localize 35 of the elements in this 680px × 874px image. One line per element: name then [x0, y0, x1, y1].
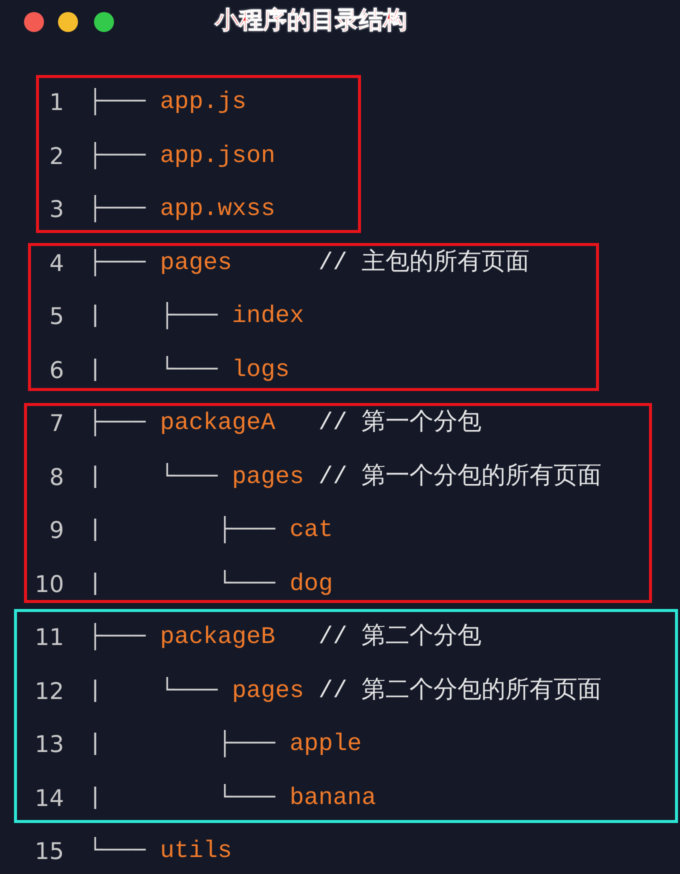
- line-number: 5: [48, 303, 64, 332]
- highlight-frame: [14, 609, 678, 823]
- highlight-frame: [24, 403, 652, 603]
- line-number: 1: [48, 89, 64, 118]
- line-number: 4: [48, 250, 64, 278]
- highlight-frame: [28, 243, 599, 391]
- code-line: | ├─── apple: [88, 730, 362, 760]
- code-line: | └─── pages // 第一个分包的所有页面: [88, 462, 602, 492]
- code-line: ├─── packageA // 第一个分包: [88, 409, 482, 439]
- code-line: | └─── logs: [88, 356, 290, 386]
- line-number: 9: [48, 517, 64, 546]
- line-number: 3: [48, 196, 64, 225]
- line-number: 13: [34, 731, 64, 760]
- code-line: ├─── pages // 主包的所有页面: [88, 248, 530, 278]
- line-number: 11: [34, 624, 64, 653]
- code-line: ├─── app.js: [88, 88, 246, 118]
- line-number: 8: [48, 464, 64, 492]
- line-number: 14: [34, 784, 64, 814]
- line-number: 10: [34, 570, 64, 600]
- code-line: | └─── banana: [88, 784, 376, 814]
- code-line: ├─── app.json: [88, 142, 276, 172]
- code-line: ├─── app.wxss: [88, 195, 276, 225]
- line-number: 12: [34, 678, 64, 706]
- line-number: 6: [48, 356, 64, 386]
- line-number: 15: [34, 838, 64, 867]
- highlight-frame: [36, 75, 361, 233]
- title: 小程序的目录结构: [215, 5, 407, 36]
- code-line: └─── utils: [88, 837, 232, 867]
- code-line: | └─── dog: [88, 570, 333, 600]
- code-line: | ├─── cat: [88, 516, 333, 546]
- code-line: ├─── packageB // 第二个分包: [88, 623, 482, 653]
- code-line: | ├─── index: [88, 302, 304, 332]
- line-number: 7: [48, 410, 64, 439]
- line-number: 2: [48, 142, 64, 172]
- code-line: | └─── pages // 第二个分包的所有页面: [88, 676, 602, 706]
